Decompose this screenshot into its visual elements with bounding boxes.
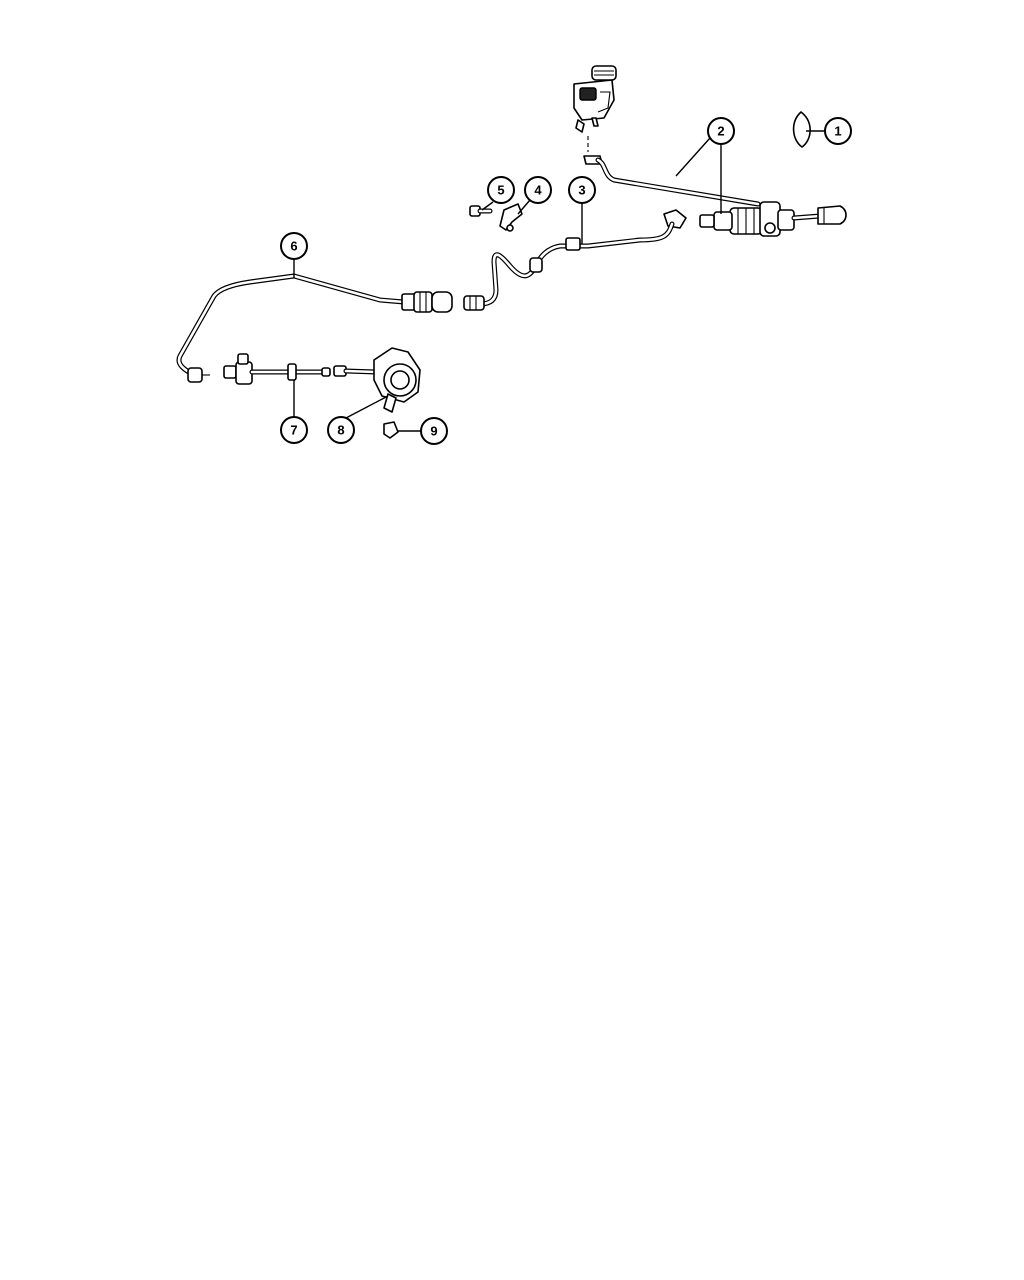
callout-9-label: 9 [430,424,437,439]
clutch-reservoir [573,65,617,165]
part-5-bolt [469,205,493,217]
part-3-clutch-line [463,209,687,311]
part-1-seal [792,111,825,148]
part-8-slave-cylinder [333,347,421,413]
callout-3-label: 3 [578,183,585,198]
callout-9: 9 [420,417,448,445]
callout-4: 4 [524,176,552,204]
callout-6-label: 6 [290,239,297,254]
callout-6: 6 [280,232,308,260]
callout-2-label: 2 [717,124,724,139]
callout-8-label: 8 [337,423,344,438]
part-6-clutch-tube [176,273,453,383]
callout-4-label: 4 [534,183,542,198]
callout-5: 5 [487,176,515,204]
leader-lines [293,137,722,419]
callout-5-label: 5 [497,183,504,198]
callout-2: 2 [707,117,735,145]
part-7-bleeder-line [223,353,331,385]
callout-1: 1 [824,117,852,145]
part-9-bolt [383,421,421,439]
callout-7-label: 7 [290,423,297,438]
part-2-clutch-master-cylinder [699,201,847,237]
callout-1-label: 1 [834,124,841,139]
callout-7: 7 [280,416,308,444]
reservoir-feed-hose [595,157,761,207]
callout-3: 3 [568,176,596,204]
part-4-bracket [499,203,523,232]
callout-8: 8 [327,416,355,444]
